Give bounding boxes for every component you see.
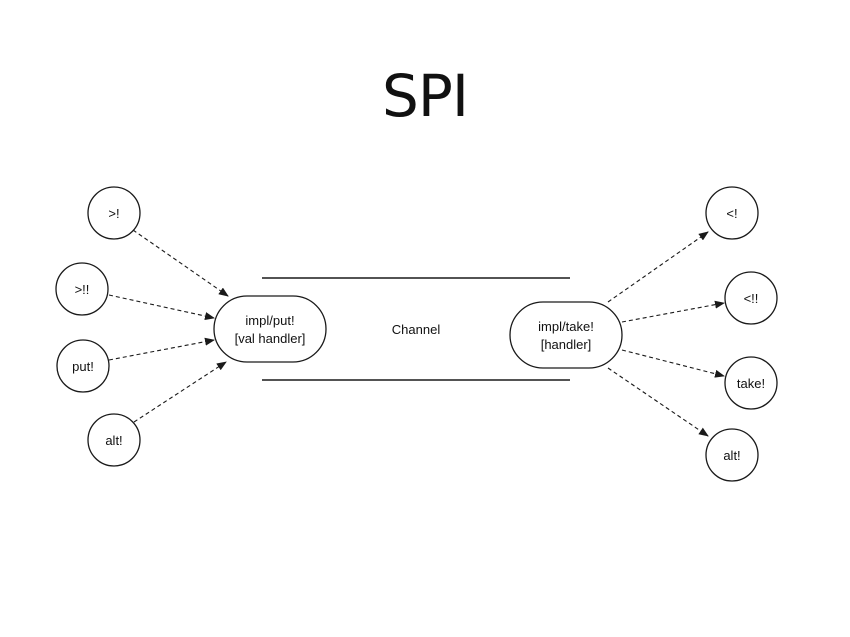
channel-label: Channel [392, 322, 441, 337]
take-op-node: <!! [724, 271, 778, 325]
take-impl-line1: impl/take! [538, 319, 594, 334]
put-op-label: >! [108, 206, 119, 221]
put-op-label: >!! [75, 282, 90, 297]
take-op-label: alt! [723, 448, 740, 463]
take-op-node: alt! [705, 428, 759, 482]
take-op-label: <!! [744, 291, 759, 306]
put-impl-line1: impl/put! [245, 313, 294, 328]
put-op-label: put! [72, 359, 94, 374]
take-op-node: <! [705, 186, 759, 240]
arrow-take-op-1 [607, 231, 709, 303]
take-impl-node: impl/take! [handler] [509, 301, 623, 369]
take-op-label: take! [737, 376, 765, 391]
put-op-node: put! [56, 339, 110, 393]
arrow-take-op-4 [607, 367, 709, 437]
put-op-node: alt! [87, 413, 141, 467]
put-impl-line2: [val handler] [235, 331, 306, 346]
put-op-node: >! [87, 186, 141, 240]
take-op-node: take! [724, 356, 778, 410]
arrow-put-op-4 [133, 361, 227, 423]
arrow-take-op-2 [621, 300, 725, 323]
put-impl-node: impl/put! [val handler] [213, 295, 327, 363]
arrow-put-op-2 [108, 294, 215, 320]
put-op-node: >!! [55, 262, 109, 316]
arrow-take-op-3 [621, 349, 725, 378]
take-op-label: <! [726, 206, 737, 221]
arrow-put-op-3 [108, 337, 215, 361]
put-op-label: alt! [105, 433, 122, 448]
take-impl-line2: [handler] [541, 337, 592, 352]
slide-title: SPI [382, 62, 469, 130]
arrow-put-op-1 [132, 229, 229, 297]
